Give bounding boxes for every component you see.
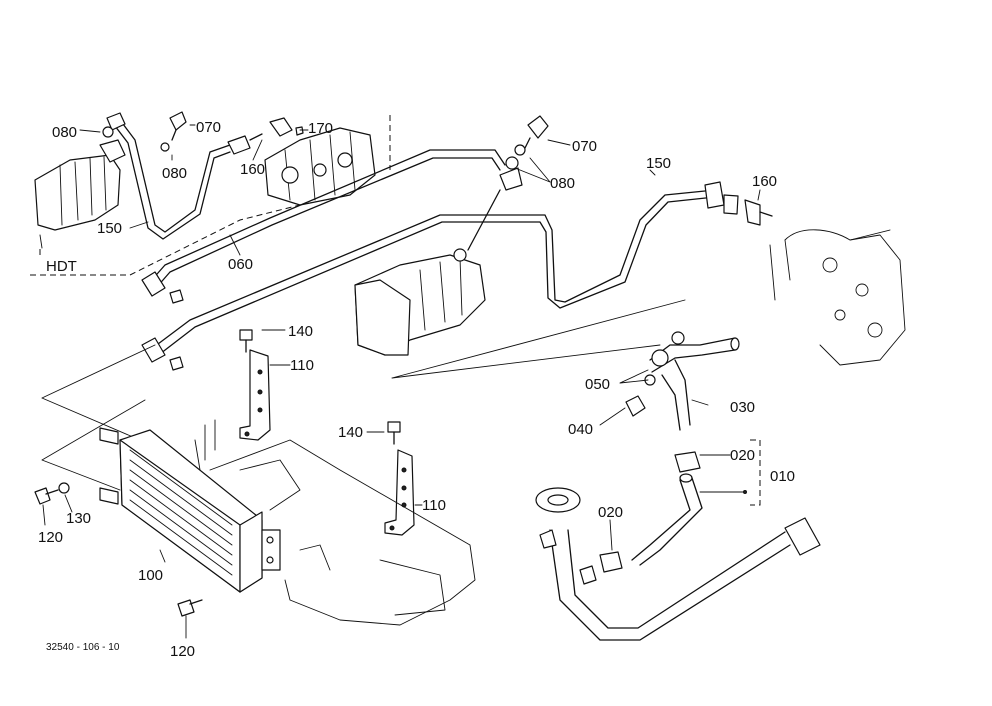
bracket-110-lower bbox=[384, 449, 415, 536]
label-030: 030 bbox=[730, 399, 755, 416]
label-080-a: 080 bbox=[52, 124, 77, 141]
label-120-a: 120 bbox=[38, 529, 63, 546]
label-140-b: 140 bbox=[338, 424, 363, 441]
label-130: 130 bbox=[66, 510, 91, 527]
label-080-b: 080 bbox=[162, 165, 187, 182]
left-pump bbox=[34, 139, 126, 249]
label-150-a: 150 bbox=[97, 220, 122, 237]
label-020-b: 020 bbox=[598, 504, 623, 521]
label-050: 050 bbox=[585, 376, 610, 393]
central-pump-housing bbox=[354, 189, 501, 356]
hose-030 bbox=[625, 331, 740, 431]
label-160-a: 160 bbox=[240, 161, 265, 178]
right-engine-housing bbox=[769, 229, 906, 366]
pipe-lower-left bbox=[149, 189, 716, 358]
hose-010 bbox=[599, 451, 703, 573]
label-110-a: 110 bbox=[290, 357, 314, 374]
label-010: 010 bbox=[770, 468, 795, 485]
assembly-leaders bbox=[41, 299, 686, 491]
label-leaders bbox=[42, 124, 761, 639]
hdt-boundary bbox=[30, 115, 391, 276]
pipe-060 bbox=[149, 149, 506, 289]
upper-valve-block bbox=[264, 127, 376, 206]
hdt-label: HDT bbox=[46, 258, 77, 275]
label-040: 040 bbox=[568, 421, 593, 438]
label-170: 170 bbox=[308, 120, 333, 137]
pipe-150-left bbox=[114, 119, 263, 240]
label-100: 100 bbox=[138, 567, 163, 584]
group-bracket-010 bbox=[743, 439, 761, 506]
pipe-fittings bbox=[102, 111, 773, 371]
label-150-b: 150 bbox=[646, 155, 671, 172]
lower-pipe bbox=[535, 487, 821, 641]
label-020-a: 020 bbox=[730, 447, 755, 464]
drawing-number: 32540 - 106 - 10 bbox=[46, 642, 120, 653]
label-140-a: 140 bbox=[288, 323, 313, 340]
part-labels: 080 070 080 160 170 070 080 150 060 HDT … bbox=[38, 119, 795, 660]
label-160-b: 160 bbox=[752, 173, 777, 190]
bolts bbox=[34, 329, 401, 617]
label-110-b: 110 bbox=[422, 497, 446, 514]
frame bbox=[194, 419, 476, 626]
label-060: 060 bbox=[228, 256, 253, 273]
bracket-110-upper bbox=[239, 349, 271, 441]
label-120-b: 120 bbox=[170, 643, 195, 660]
label-070-b: 070 bbox=[572, 138, 597, 155]
label-080-c: 080 bbox=[550, 175, 575, 192]
label-070-a: 070 bbox=[196, 119, 221, 136]
oil-cooler-100 bbox=[99, 427, 281, 593]
